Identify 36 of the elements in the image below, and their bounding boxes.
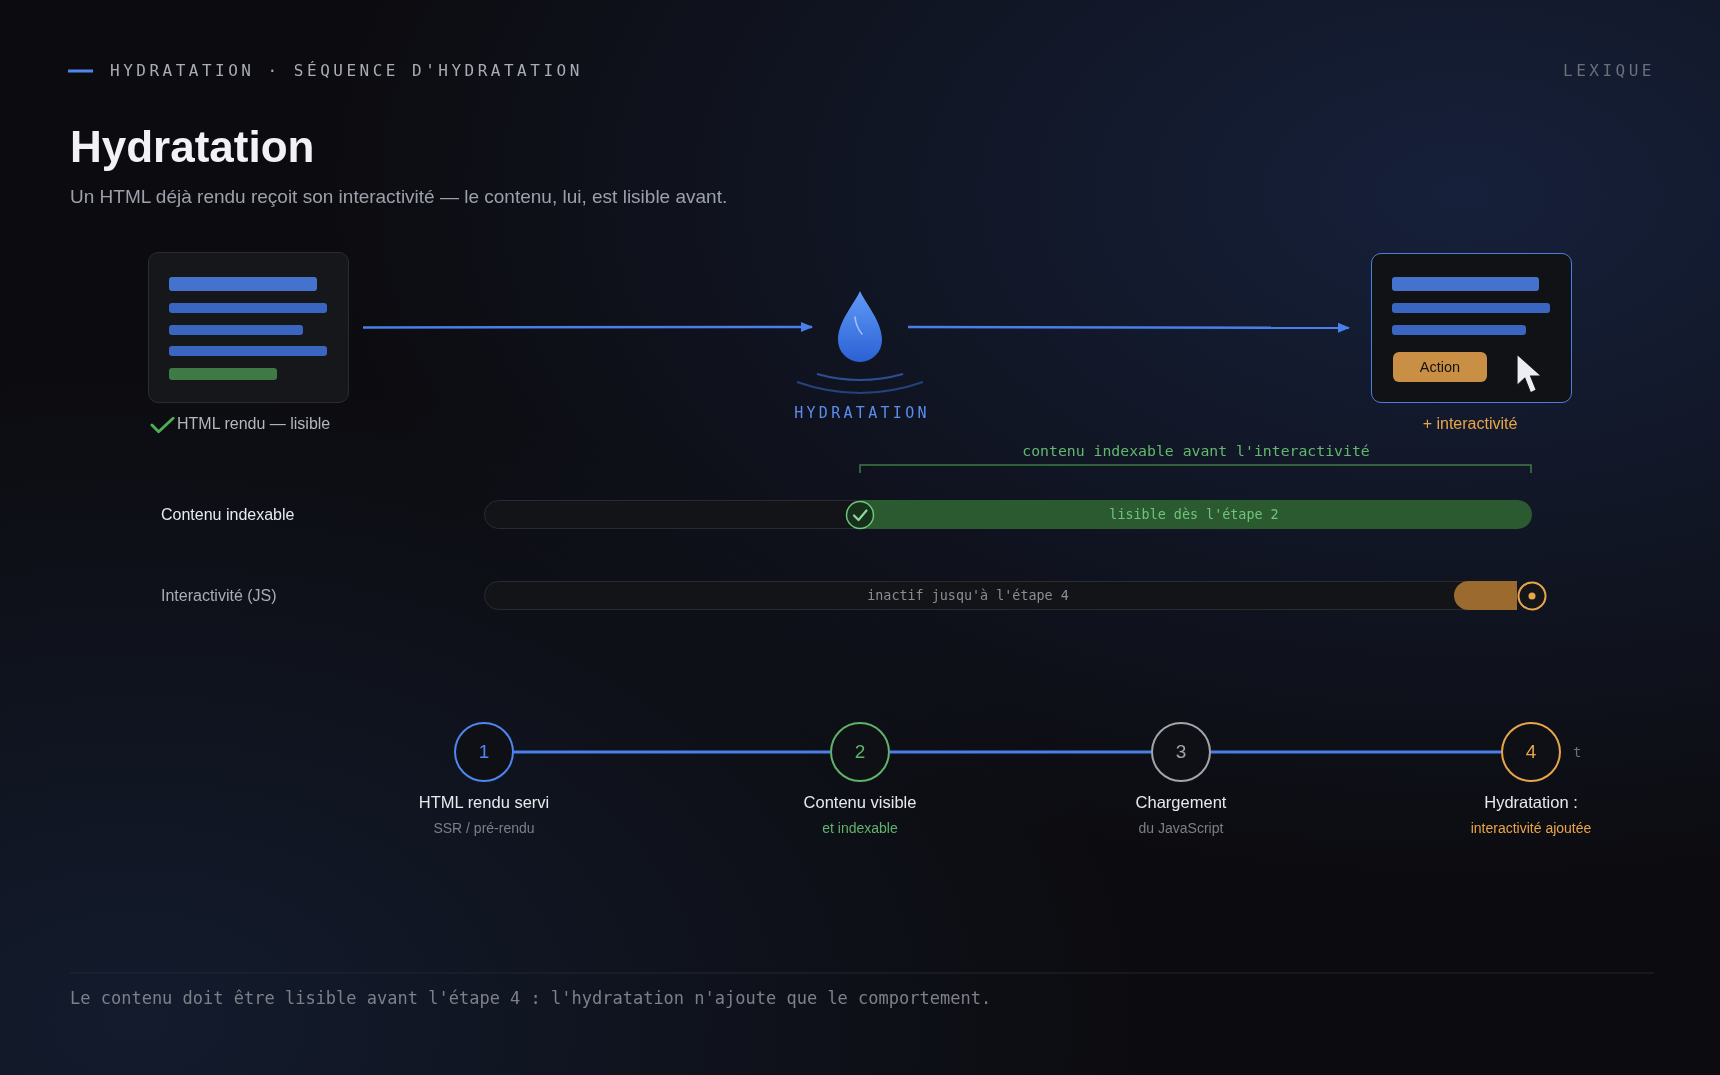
arrow	[363, 322, 813, 332]
document-card	[148, 252, 349, 403]
row-label: Contenu indexable	[161, 505, 295, 525]
status-text: lisible dès l'étape 2	[1109, 506, 1279, 523]
window-card	[1371, 253, 1572, 403]
step-circle: 1	[454, 722, 514, 782]
node-label: HYDRATATION	[794, 404, 930, 422]
step-subtitle: interactivité ajoutée	[1470, 819, 1592, 837]
row-label: Interactivité (JS)	[161, 586, 277, 606]
node-label: + interactivité	[1422, 414, 1518, 434]
bracket-label: contenu indexable avant l'interactivité	[1022, 442, 1370, 460]
axis-label: t	[1573, 743, 1582, 761]
progress-track	[484, 500, 1531, 529]
step-title: HTML rendu servi	[418, 793, 550, 813]
action-button: Action	[1393, 352, 1487, 382]
connector-line	[890, 750, 1151, 754]
arrow	[908, 322, 1350, 333]
step-subtitle: et indexable	[822, 819, 898, 837]
footnote: Le contenu doit être lisible avant l'étape 4 : l'hydratation n'ajoute que le comportement.	[70, 987, 992, 1009]
connector-line	[514, 750, 830, 754]
step-circle: 2	[830, 722, 890, 782]
subtitle: Un HTML déjà rendu reçoit son interactivité — le contenu, lui, est lisible avant.	[70, 185, 728, 209]
title: Hydratation	[70, 120, 315, 173]
header-label: LEXIQUE	[1563, 61, 1655, 81]
status-text: inactif jusqu'à l'étape 4	[867, 587, 1069, 604]
water-drop-icon	[836, 289, 884, 365]
connector-line	[1211, 750, 1501, 754]
step-circle: 3	[1151, 722, 1211, 782]
step-subtitle: du JavaScript	[1138, 819, 1224, 837]
step-title: Chargement	[1135, 793, 1227, 813]
step-title: Hydratation :	[1484, 793, 1578, 813]
step-circle: 4	[1501, 722, 1561, 782]
step-subtitle: SSR / pré-rendu	[433, 819, 535, 837]
eyebrow-text: HYDRATATION · SÉQUENCE D'HYDRATATION	[110, 61, 583, 81]
node-label: HTML rendu — lisible	[177, 414, 331, 434]
step-title: Contenu visible	[803, 793, 917, 813]
